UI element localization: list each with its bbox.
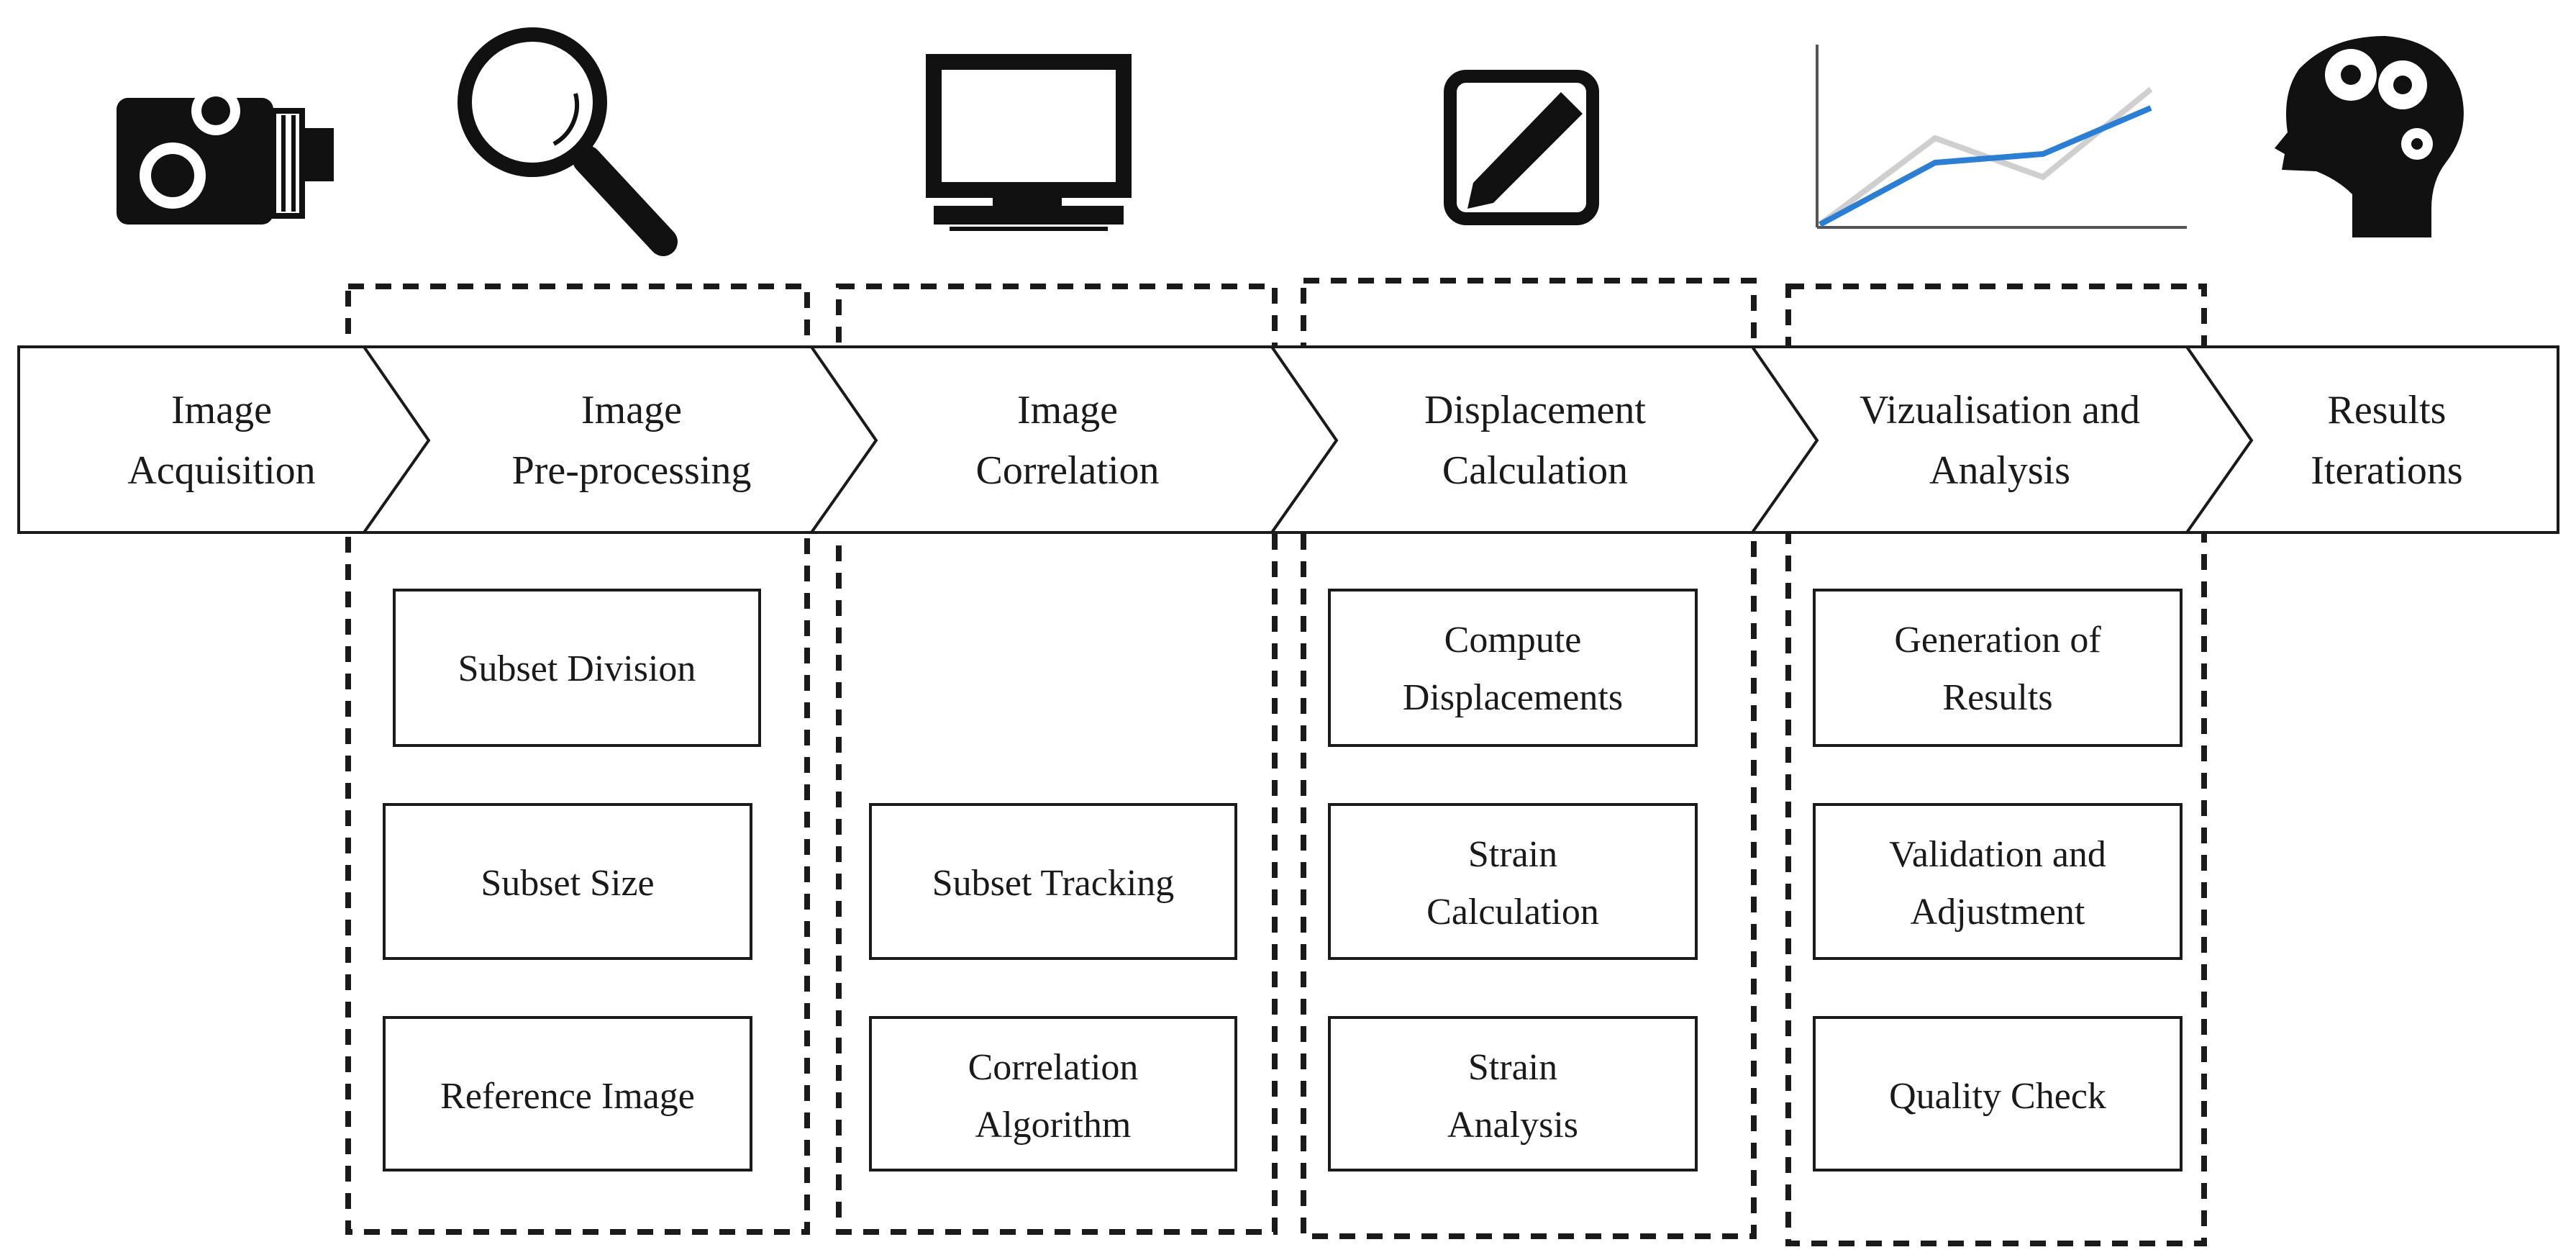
stage-label-5b: Analysis — [1929, 448, 2070, 493]
stage-label-4: Displacement — [1424, 388, 1646, 432]
step-label-subset-size: Subset Size — [481, 863, 654, 904]
stage-label-3b: Correlation — [975, 448, 1159, 493]
step-box-subset-tracking — [869, 803, 1237, 960]
stage-label-1: Image — [171, 388, 272, 432]
step-label-strain-calculation: Strain — [1468, 834, 1557, 875]
step-label-compute-displacements-2: Displacements — [1403, 677, 1623, 718]
step-label-subset-tracking: Subset Tracking — [932, 863, 1175, 904]
step-label-compute-displacements: Compute — [1444, 620, 1582, 661]
computer-monitor-icon — [926, 54, 1132, 231]
stage-chevron-3 — [809, 345, 1339, 534]
pencil-icon — [1444, 70, 1599, 225]
step-box-correlation-algorithm — [869, 1016, 1237, 1171]
stage-label-6: Results — [2328, 388, 2447, 432]
step-label-correlation-algorithm-2: Algorithm — [975, 1105, 1132, 1146]
stage-label-1b: Acquisition — [127, 448, 315, 493]
step-label-validation-adjustment: Validation and — [1889, 834, 2106, 875]
step-label-validation-adjustment-2: Adjustment — [1911, 892, 2085, 933]
step-box-validation-adjustment — [1813, 803, 2183, 960]
stage-label-5: Vizualisation and — [1860, 388, 2140, 432]
step-box-strain-calculation — [1328, 803, 1698, 960]
step-box-subset-division — [393, 589, 761, 747]
step-box-quality-check — [1813, 1016, 2183, 1171]
step-box-generation-of-results — [1813, 589, 2183, 747]
line-chart-icon — [1816, 45, 2187, 229]
group-frame-preprocessing — [345, 284, 810, 1235]
stage-chevrons — [17, 345, 2559, 534]
stage-chevron-2 — [361, 345, 878, 534]
step-label-reference-image: Reference Image — [440, 1076, 695, 1117]
video-camera-icon — [117, 86, 334, 225]
step-label-correlation-algorithm: Correlation — [968, 1047, 1139, 1088]
step-label-subset-division: Subset Division — [458, 648, 696, 689]
step-box-compute-displacements — [1328, 589, 1698, 747]
head-gears-icon — [2275, 36, 2464, 237]
step-label-generation-of-results: Generation of — [1894, 620, 2101, 661]
stage-label-2b: Pre-processing — [512, 448, 752, 493]
stage-chevron-4 — [1269, 345, 1819, 534]
magnifying-glass-icon — [458, 27, 678, 256]
stage-chevron-1 — [17, 345, 431, 534]
step-label-strain-calculation-2: Calculation — [1426, 892, 1599, 933]
step-box-subset-size — [383, 803, 752, 960]
stage-chevron-6 — [2184, 345, 2559, 534]
step-label-quality-check: Quality Check — [1889, 1076, 2106, 1117]
step-label-strain-analysis: Strain — [1468, 1047, 1557, 1088]
step-label-generation-of-results-2: Results — [1942, 677, 2052, 718]
stage-label-6b: Iterations — [2311, 448, 2462, 493]
group-frame-displacement — [1301, 278, 1757, 1239]
stage-label-4b: Calculation — [1442, 448, 1628, 493]
stage-label-2: Image — [581, 388, 682, 432]
group-frame-correlation — [836, 284, 1278, 1235]
stage-label-3: Image — [1017, 388, 1118, 432]
step-label-strain-analysis-2: Analysis — [1447, 1105, 1578, 1146]
step-box-strain-analysis — [1328, 1016, 1698, 1171]
step-box-reference-image — [383, 1016, 752, 1171]
stage-chevron-5 — [1749, 345, 2254, 534]
